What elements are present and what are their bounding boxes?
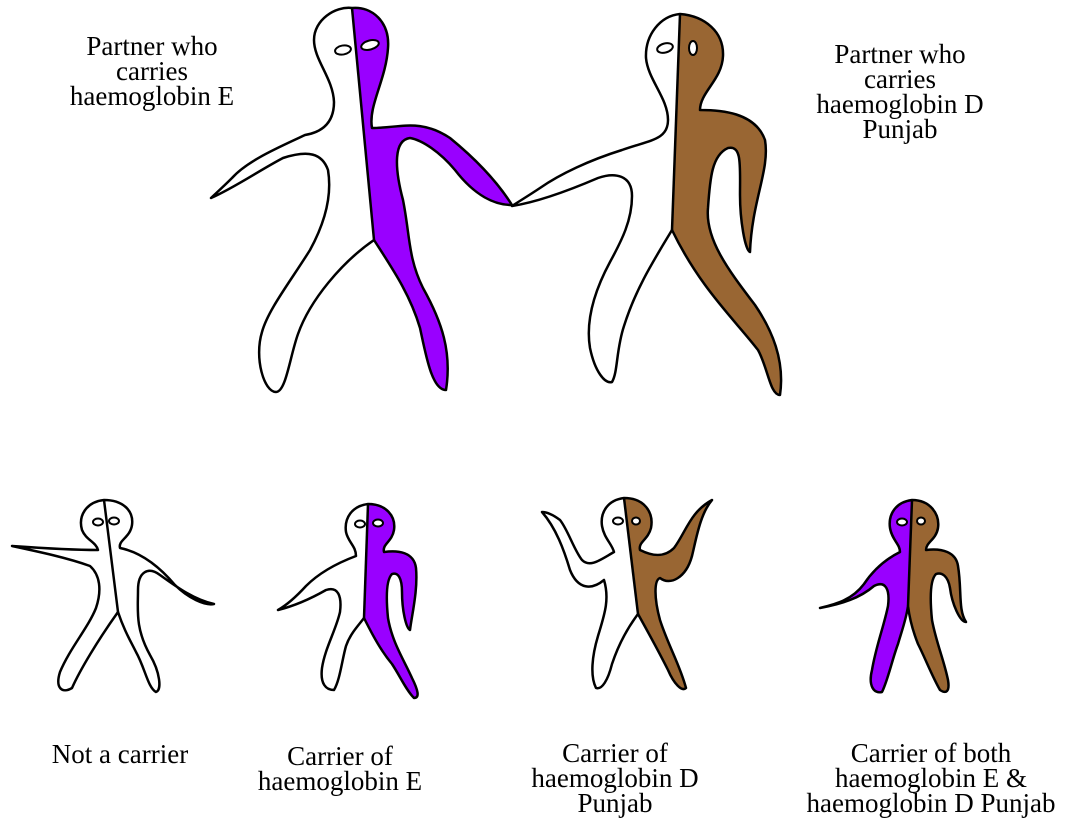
child-not-carrier-label: Not a carrier xyxy=(20,742,220,767)
child-hbe-label: Carrier of haemoglobin E xyxy=(230,744,450,794)
parent-hbd-figure xyxy=(512,14,781,395)
child-hbe-right-half xyxy=(364,504,418,698)
child-both-label-line-3: haemoglobin D Punjab xyxy=(778,791,1084,816)
child-hbe-label-line-2: haemoglobin E xyxy=(230,769,450,794)
parent-hbd-label-line-4: Punjab xyxy=(795,117,1005,142)
parent-hbd-label: Partner who carries haemoglobin D Punjab xyxy=(795,42,1005,142)
child-hbd-label: Carrier of haemoglobin D Punjab xyxy=(505,741,725,816)
child-hbd-label-line-3: Punjab xyxy=(505,791,725,816)
child-both-label: Carrier of both haemoglobin E & haemoglo… xyxy=(778,741,1084,816)
parent-hbe-label-line-3: haemoglobin E xyxy=(52,84,252,109)
child-both-left-eye xyxy=(897,519,907,526)
parent-hbd-outline xyxy=(512,14,781,395)
parent-hbd-right-eye xyxy=(689,41,697,55)
child-both-right-eye xyxy=(917,518,925,525)
child-not-carrier-right-eye xyxy=(109,518,119,525)
parent-hbd-left-eye xyxy=(656,42,674,55)
child-hbd-carrier-figure xyxy=(542,498,712,689)
child-hbe-carrier-figure xyxy=(278,504,418,698)
parent-hbe-left-eye xyxy=(334,44,351,56)
child-not-carrier-figure xyxy=(12,500,214,692)
child-hbe-left-eye xyxy=(355,521,365,528)
parent-hbe-label: Partner who carries haemoglobin E xyxy=(52,34,252,109)
child-not-carrier-left-eye xyxy=(93,519,103,526)
child-hbd-right-eye xyxy=(632,518,640,525)
parent-hbe-figure xyxy=(211,8,512,392)
child-hbd-left-eye xyxy=(613,518,623,525)
child-not-carrier-label-line-1: Not a carrier xyxy=(20,742,220,767)
child-not-carrier-right-half xyxy=(104,500,214,692)
child-both-left-half xyxy=(820,500,912,692)
child-hbe-right-eye xyxy=(373,520,383,527)
child-both-carrier-figure xyxy=(820,500,966,692)
parent-hbd-colored-half xyxy=(672,14,781,395)
